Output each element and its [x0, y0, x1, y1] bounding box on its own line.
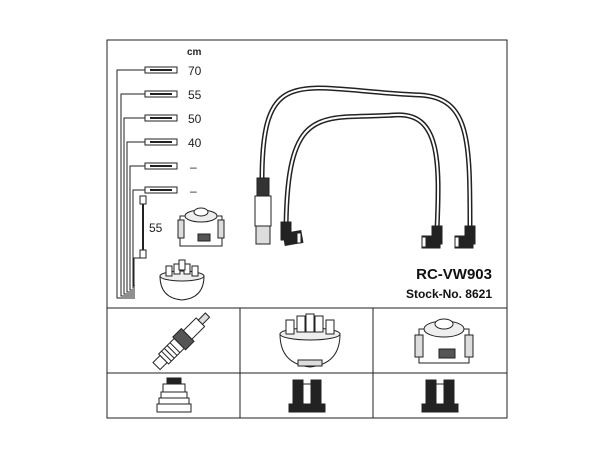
- cable-row-3: 50: [144, 112, 202, 126]
- ignition-coil-icon: [414, 318, 474, 364]
- distributor-cap-icon: [279, 313, 341, 368]
- coil-connector-straight: [254, 177, 272, 245]
- length-value-3: 50: [188, 112, 202, 126]
- cable-row-6: –: [144, 184, 197, 198]
- ignition-coil-icon: [177, 207, 225, 247]
- ignition-cables: [259, 85, 473, 238]
- frame: [106, 39, 508, 419]
- ignition-cables-inner: [261, 87, 471, 236]
- cable-row-1: 70: [144, 64, 202, 78]
- coil-lead-length: 55: [149, 221, 163, 235]
- length-value-2: 55: [188, 88, 202, 102]
- length-value-1: 70: [188, 64, 202, 78]
- spark-plug-icon: [152, 312, 211, 371]
- distributor-cap-icon: [159, 259, 205, 301]
- cable-row-2: 55: [144, 88, 202, 102]
- coil-terminal-icon: [421, 379, 459, 413]
- cable-length-list: [116, 69, 145, 299]
- cap-terminal-icon: [288, 379, 326, 413]
- length-value-6: –: [190, 184, 197, 198]
- cable-row-5: –: [144, 160, 197, 174]
- stock-number: Stock-No. 8621: [406, 287, 492, 301]
- cable-row-4: 40: [144, 136, 202, 150]
- angled-boot-3: [454, 225, 476, 249]
- length-value-4: 40: [188, 136, 202, 150]
- angled-boot-1: [280, 221, 304, 247]
- product-model: RC-VW903: [416, 266, 492, 283]
- angled-boot-2: [421, 225, 443, 249]
- plug-connector-icon: [156, 377, 192, 413]
- unit-label: cm: [187, 47, 202, 58]
- cable-rows: 70 55 50 40 – –: [144, 64, 202, 198]
- coil-lead: [133, 195, 147, 287]
- length-value-5: –: [190, 160, 197, 174]
